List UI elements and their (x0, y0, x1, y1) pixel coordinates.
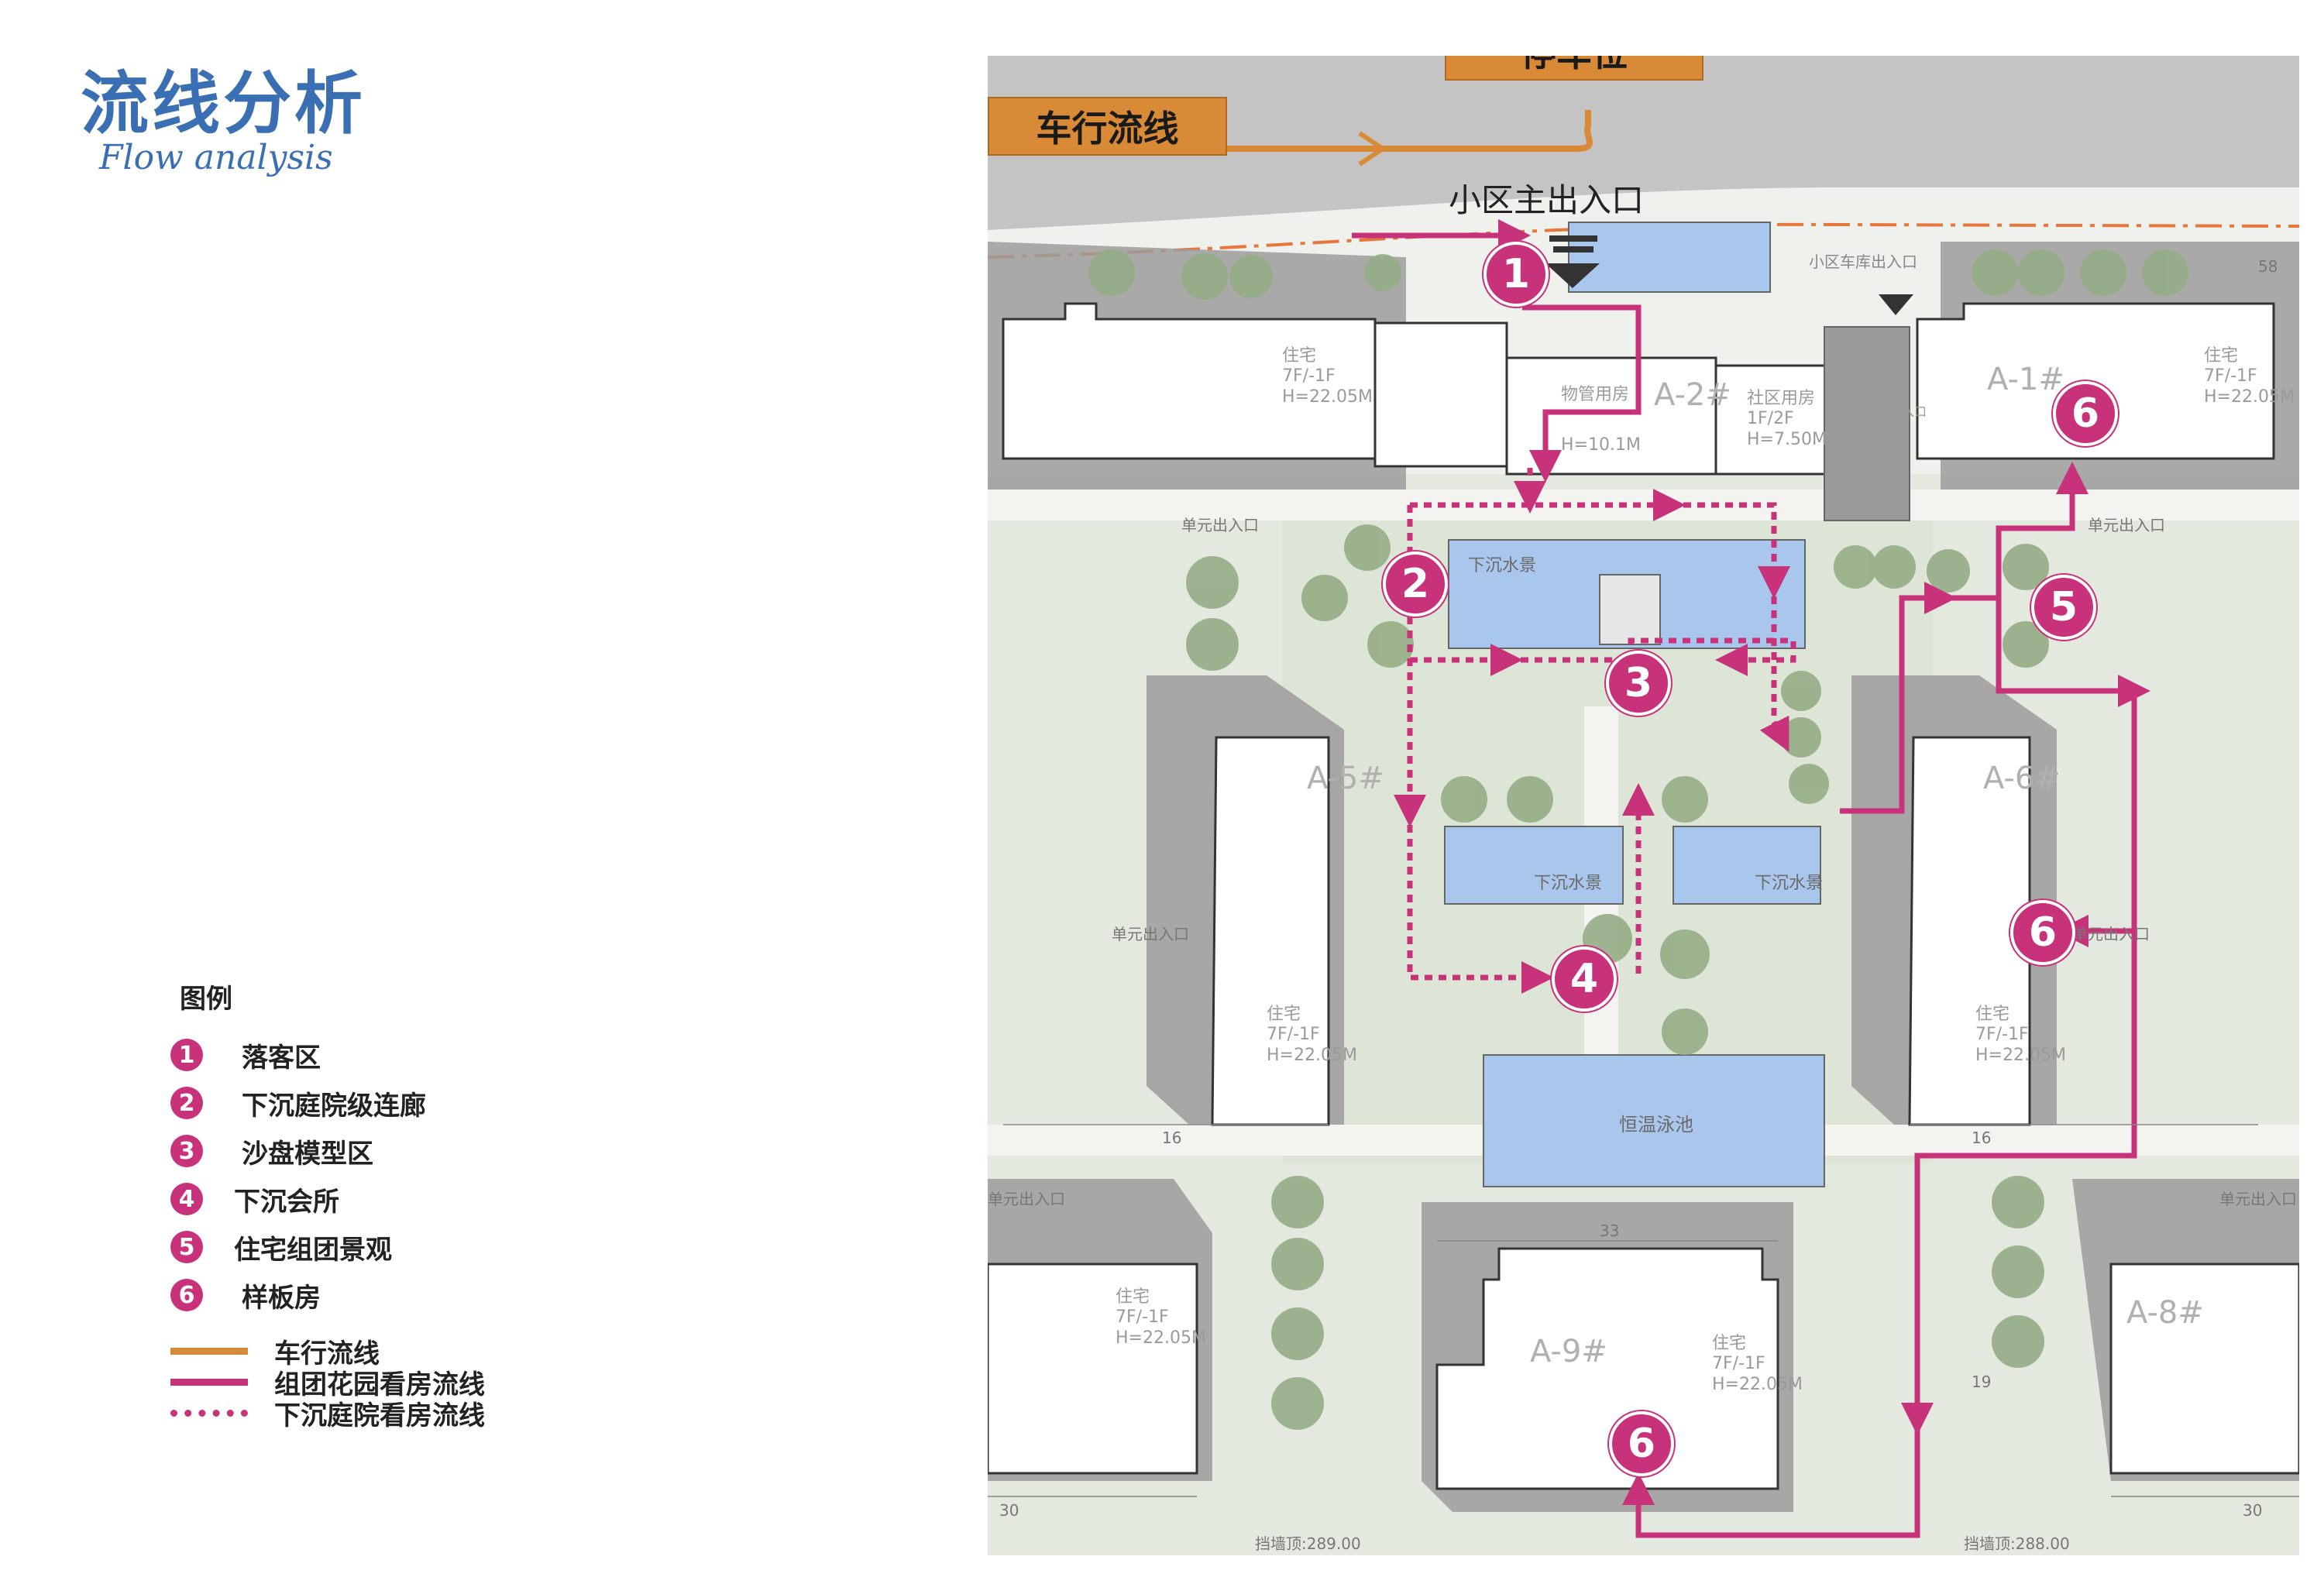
dimension-label: 33 (1600, 1221, 1620, 1240)
building-name: A-9# (1530, 1334, 1607, 1369)
building-a1 (1916, 302, 2275, 460)
pool-entrance (1568, 222, 1771, 293)
legend-line-label: 组团花园看房流线 (274, 1369, 485, 1400)
pink-line-swatch (170, 1378, 248, 1386)
pool-label: 下沉水景 (1755, 874, 1824, 893)
main-entrance-label: 小区主出入口 (1449, 181, 1645, 219)
marker-showroom: 6 (1609, 1411, 1674, 1476)
unit-entrance-label: 单元出入口 (1112, 925, 1189, 943)
legend-number-badge: 1 (170, 1039, 203, 1071)
building-info: 住宅 7F/-1F H=22.05M (2204, 346, 2295, 407)
building-name: A-8# (2126, 1295, 2204, 1331)
pool-heated (1483, 1054, 1825, 1187)
building-name: A-5# (1307, 761, 1384, 796)
legend-line-courtyard: 下沉庭院看房流线 (170, 1396, 485, 1431)
building-info: 住宅 7F/-1F H=22.05M (1282, 346, 1373, 407)
building-left-top (1002, 302, 1377, 460)
building-info: 住宅 7F/-1F H=22.05M (1712, 1334, 1803, 1394)
unit-entrance-label: 单元出入口 (2072, 925, 2150, 943)
building-name: A-6# (1983, 761, 2061, 796)
pool-sunken-2 (1444, 826, 1624, 905)
legend-item-label: 样板房 (242, 1282, 321, 1314)
property-height: H=10.1M (1561, 435, 1641, 455)
legend-item: 6 样板房 (170, 1278, 321, 1314)
dimension-label: 挡墙顶:289.00 (1255, 1534, 1361, 1553)
building-info: 住宅 7F/-1F H=22.05M (1975, 1005, 2066, 1065)
dimension-label: 58 (2258, 257, 2278, 276)
building-name: A-2# (1654, 377, 1731, 413)
legend-item: 3 沙盘模型区 (170, 1134, 373, 1170)
dimension-label: 30 (2243, 1501, 2263, 1520)
legend-item: 1 落客区 (170, 1038, 321, 1074)
pool-label: 下沉水景 (1534, 874, 1603, 893)
unit-entrance-label: 单元出入口 (2219, 1190, 2297, 1208)
building-left-bottom (988, 1263, 1198, 1475)
garage-label: 地下车库出入口 (1840, 404, 1927, 419)
marker-sandtable: 3 (1606, 651, 1671, 716)
orange-line-swatch (170, 1347, 248, 1355)
marker-sunken-club: 4 (1552, 947, 1617, 1012)
marker-drop-off: 1 (1483, 242, 1549, 307)
building-name: A-1# (1987, 362, 2064, 397)
marker-showroom: 6 (2053, 381, 2118, 446)
building-a9 (1435, 1247, 1779, 1490)
legend-item: 2 下沉庭院级连廊 (170, 1086, 426, 1122)
legend-number-badge: 6 (170, 1279, 203, 1311)
property-label: 物管用房 (1561, 385, 1630, 404)
garage-entrance-label: 小区车库出入口 (1809, 253, 1917, 271)
legend-item-label: 沙盘模型区 (242, 1138, 373, 1170)
unit-entrance-label: 单元出入口 (2088, 516, 2165, 534)
legend-line-garden: 组团花园看房流线 (170, 1365, 485, 1400)
legend-item-label: 下沉会所 (234, 1186, 339, 1218)
page-subtitle: Flow analysis (99, 138, 333, 177)
legend-item-label: 住宅组团景观 (234, 1234, 392, 1266)
page-title: 流线分析 (81, 64, 366, 143)
building-info: 住宅 7F/-1F H=22.05M (1267, 1005, 1357, 1065)
legend-item-label: 落客区 (242, 1042, 321, 1074)
dimension-label: 挡墙顶:288.00 (1964, 1534, 2070, 1553)
legend-number-badge: 4 (170, 1183, 203, 1215)
main-road (988, 56, 2299, 230)
pool-sunken-3 (1673, 826, 1821, 905)
unit-entrance-label: 单元出入口 (988, 1190, 1065, 1208)
legend-item: 4 下沉会所 (170, 1182, 339, 1218)
dimension-label: 30 (999, 1501, 1019, 1520)
dimension-label: 19 (1972, 1373, 1992, 1391)
legend-number-badge: 2 (170, 1087, 203, 1119)
legend-title: 图例 (180, 984, 232, 1015)
site-plan: 停车位 车行流线 小区主出入口 小区车库出入口 住宅 7F/-1F H=22.0… (988, 56, 2299, 1555)
legend-number-badge: 3 (170, 1135, 203, 1167)
building-a8 (2109, 1263, 2299, 1475)
legend-line-label: 下沉庭院看房流线 (274, 1400, 485, 1431)
pool-label: 恒温泳池 (1619, 1114, 1693, 1136)
unit-entrance-label: 单元出入口 (1181, 516, 1259, 534)
legend-item-label: 下沉庭院级连廊 (242, 1090, 426, 1122)
pink-dotted-line-swatch (170, 1409, 248, 1417)
parking-tag: 停车位 (1445, 56, 1703, 81)
garage-ramp (1824, 326, 1910, 521)
legend: 图例 1 落客区 2 下沉庭院级连廊 3 沙盘模型区 4 下沉会所 5 住宅组团… (170, 977, 604, 1442)
marker-sunken-corridor: 2 (1383, 551, 1448, 617)
community-label: 社区用房 1F/2F H=7.50M (1747, 389, 1827, 449)
legend-line-vehicle: 车行流线 (170, 1334, 380, 1369)
legend-number-badge: 5 (170, 1231, 203, 1263)
building-info: 住宅 7F/-1F H=22.05M (1116, 1287, 1206, 1348)
legend-line-label: 车行流线 (274, 1338, 380, 1369)
dimension-label: 16 (1162, 1129, 1182, 1147)
pool-label: 下沉水景 (1468, 556, 1537, 575)
vehicle-flow-tag: 车行流线 (988, 97, 1227, 156)
dimension-label: 16 (1972, 1129, 1992, 1147)
marker-showroom: 6 (2010, 900, 2075, 965)
legend-item: 5 住宅组团景观 (170, 1230, 392, 1266)
marker-landscape: 5 (2031, 575, 2096, 640)
